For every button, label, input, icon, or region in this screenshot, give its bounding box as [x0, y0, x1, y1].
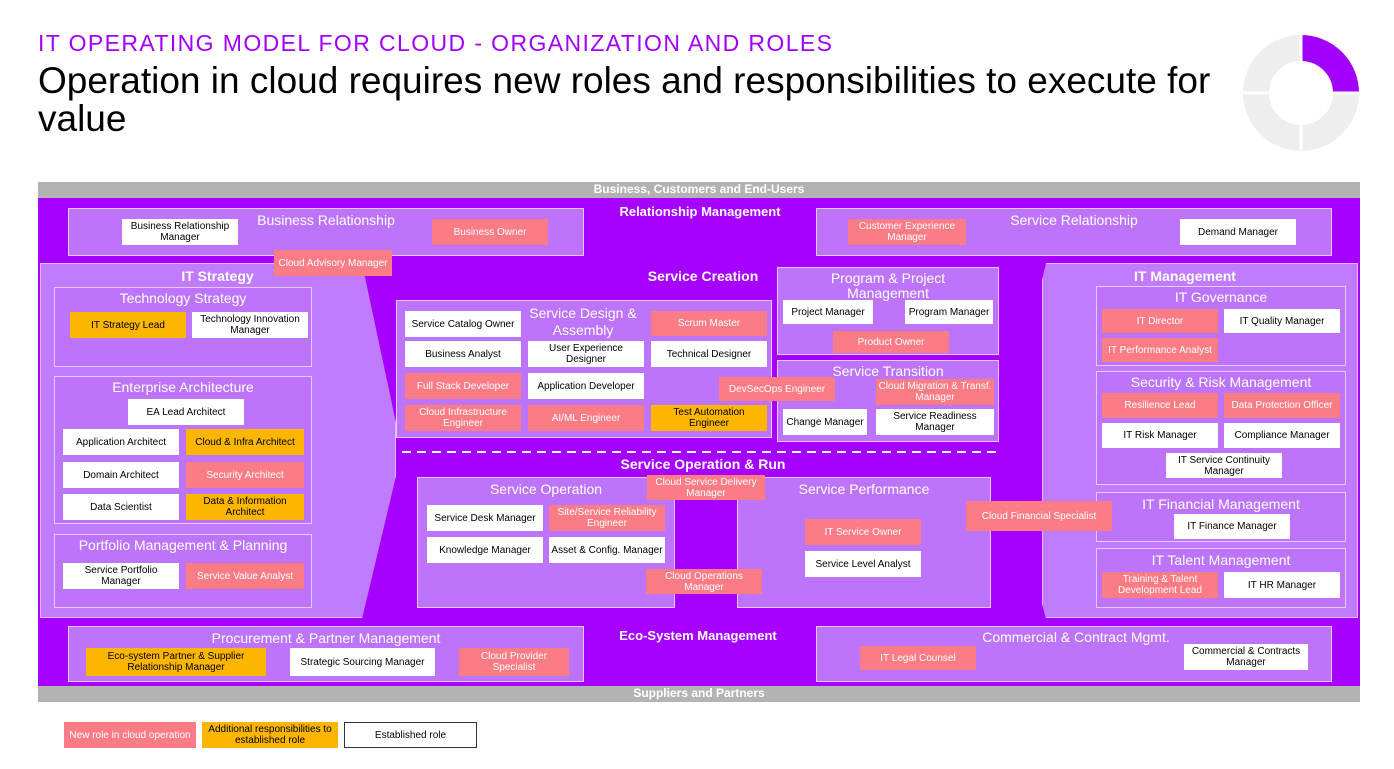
- role-business-analyst[interactable]: Business Analyst: [405, 341, 521, 367]
- security-risk-title: Security & Risk Management: [1130, 374, 1312, 390]
- ecosystem-management-label: Eco-System Management: [619, 628, 777, 643]
- role-service-readiness-manager[interactable]: Service Readiness Manager: [876, 409, 994, 435]
- service-design-title: Service Design & Assembly: [529, 305, 637, 338]
- role-application-developer[interactable]: Application Developer: [528, 373, 644, 399]
- role-aiml-engineer[interactable]: AI/ML Engineer: [528, 405, 644, 431]
- role-security-architect[interactable]: Security Architect: [186, 462, 304, 488]
- it-financial-title: IT Financial Management: [1142, 496, 1300, 512]
- role-resilience-lead[interactable]: Resilience Lead: [1102, 393, 1218, 418]
- role-customer-experience-manager[interactable]: Customer Experience Manager: [848, 219, 966, 245]
- role-it-service-owner[interactable]: IT Service Owner: [805, 519, 921, 545]
- it-management-title: IT Management: [1134, 268, 1236, 284]
- role-cloud-financial-specialist[interactable]: Cloud Financial Specialist: [966, 501, 1112, 531]
- program-project-title: Program & Project Management: [830, 270, 946, 301]
- role-commercial-contracts-manager[interactable]: Commercial & Contracts Manager: [1184, 644, 1308, 670]
- role-cloud-migration-manager[interactable]: Cloud Migration & Transf. Manager: [876, 379, 994, 405]
- page-title: Operation in cloud requires new roles an…: [38, 60, 1211, 139]
- service-performance-title: Service Performance: [798, 481, 930, 497]
- role-data-scientist[interactable]: Data Scientist: [63, 494, 179, 520]
- commercial-title: Commercial & Contract Mgmt.: [982, 629, 1170, 645]
- role-technology-innovation-manager[interactable]: Technology Innovation Manager: [192, 312, 308, 338]
- role-it-finance-manager[interactable]: IT Finance Manager: [1174, 514, 1290, 539]
- role-it-strategy-lead[interactable]: IT Strategy Lead: [70, 312, 186, 338]
- business-relationship-title: Business Relationship: [257, 212, 395, 228]
- service-transition-title: Service Transition: [832, 363, 944, 379]
- role-program-manager[interactable]: Program Manager: [905, 300, 993, 324]
- role-it-legal-counsel[interactable]: IT Legal Counsel: [860, 646, 976, 670]
- role-cloud-service-delivery-manager[interactable]: Cloud Service Delivery Manager: [647, 475, 765, 500]
- legend-additional-responsibilities: Additional responsibilities to establish…: [202, 722, 338, 748]
- role-change-manager[interactable]: Change Manager: [783, 409, 867, 435]
- role-business-relationship-manager[interactable]: Business Relationship Manager: [122, 219, 238, 245]
- role-data-protection-officer[interactable]: Data Protection Officer: [1224, 393, 1340, 418]
- legend-new-role: New role in cloud operation: [64, 722, 196, 748]
- role-domain-architect[interactable]: Domain Architect: [63, 462, 179, 488]
- progress-donut-icon: [1242, 34, 1360, 152]
- legend-established-role: Established role: [344, 722, 477, 748]
- role-it-service-continuity-manager[interactable]: IT Service Continuity Manager: [1166, 453, 1282, 478]
- band-top: Business, Customers and End-Users: [38, 182, 1360, 198]
- role-business-owner[interactable]: Business Owner: [432, 219, 548, 245]
- role-asset-config-manager[interactable]: Asset & Config. Manager: [549, 537, 665, 563]
- role-strategic-sourcing-manager[interactable]: Strategic Sourcing Manager: [290, 648, 435, 676]
- role-it-performance-analyst[interactable]: IT Performance Analyst: [1102, 338, 1218, 362]
- band-bottom: Suppliers and Partners: [38, 686, 1360, 702]
- role-cloud-infrastructure-engineer[interactable]: Cloud Infrastructure Engineer: [405, 405, 521, 431]
- role-demand-manager[interactable]: Demand Manager: [1180, 219, 1296, 245]
- role-it-hr-manager[interactable]: IT HR Manager: [1224, 572, 1340, 598]
- role-compliance-manager[interactable]: Compliance Manager: [1224, 423, 1340, 448]
- role-service-catalog-owner[interactable]: Service Catalog Owner: [405, 311, 521, 337]
- role-cloud-advisory-manager[interactable]: Cloud Advisory Manager: [274, 250, 392, 276]
- service-relationship-title: Service Relationship: [1010, 212, 1138, 228]
- service-operation-title: Service Operation: [489, 481, 603, 497]
- role-cloud-infra-architect[interactable]: Cloud & Infra Architect: [186, 429, 304, 455]
- role-test-automation-engineer[interactable]: Test Automation Engineer: [651, 405, 767, 431]
- it-governance-title: IT Governance: [1174, 289, 1268, 305]
- it-talent-title: IT Talent Management: [1151, 552, 1291, 568]
- role-project-manager[interactable]: Project Manager: [783, 300, 873, 324]
- enterprise-architecture-title: Enterprise Architecture: [112, 379, 254, 395]
- role-it-director[interactable]: IT Director: [1102, 309, 1218, 333]
- role-knowledge-manager[interactable]: Knowledge Manager: [427, 537, 543, 563]
- portfolio-management-title: Portfolio Management & Planning: [78, 537, 288, 553]
- role-product-owner[interactable]: Product Owner: [833, 331, 949, 353]
- service-operation-run-title: Service Operation & Run: [620, 456, 786, 472]
- role-sre-engineer[interactable]: Site/Service Reliability Engineer: [549, 505, 665, 531]
- role-ecosystem-partner-manager[interactable]: Eco-system Partner & Supplier Relationsh…: [86, 648, 266, 676]
- it-strategy-title: IT Strategy: [181, 268, 254, 284]
- role-it-quality-manager[interactable]: IT Quality Manager: [1224, 309, 1340, 333]
- role-service-value-analyst[interactable]: Service Value Analyst: [186, 563, 304, 589]
- role-service-level-analyst[interactable]: Service Level Analyst: [805, 551, 921, 577]
- role-technical-designer[interactable]: Technical Designer: [651, 341, 767, 367]
- role-training-talent-lead[interactable]: Training & Talent Development Lead: [1102, 572, 1218, 598]
- role-cloud-operations-manager[interactable]: Cloud Operations Manager: [646, 569, 762, 594]
- role-cloud-provider-specialist[interactable]: Cloud Provider Specialist: [459, 648, 569, 676]
- role-data-information-architect[interactable]: Data & Information Architect: [186, 494, 304, 520]
- procurement-title: Procurement & Partner Management: [211, 630, 441, 646]
- role-service-desk-manager[interactable]: Service Desk Manager: [427, 505, 543, 531]
- role-it-risk-manager[interactable]: IT Risk Manager: [1102, 423, 1218, 448]
- service-creation-title: Service Creation: [647, 268, 759, 284]
- role-ux-designer[interactable]: User Experience Designer: [528, 341, 644, 367]
- role-scrum-master[interactable]: Scrum Master: [651, 311, 767, 336]
- role-ea-lead-architect[interactable]: EA Lead Architect: [128, 399, 244, 425]
- relationship-management-label: Relationship Management: [619, 204, 781, 219]
- role-service-portfolio-manager[interactable]: Service Portfolio Manager: [63, 563, 179, 589]
- technology-strategy-title: Technology Strategy: [119, 290, 247, 306]
- role-application-architect[interactable]: Application Architect: [63, 429, 179, 455]
- section-subtitle: IT OPERATING MODEL FOR CLOUD - ORGANIZAT…: [38, 30, 834, 56]
- role-devsecops-engineer[interactable]: DevSecOps Engineer: [719, 377, 835, 401]
- role-full-stack-developer[interactable]: Full Stack Developer: [405, 373, 521, 399]
